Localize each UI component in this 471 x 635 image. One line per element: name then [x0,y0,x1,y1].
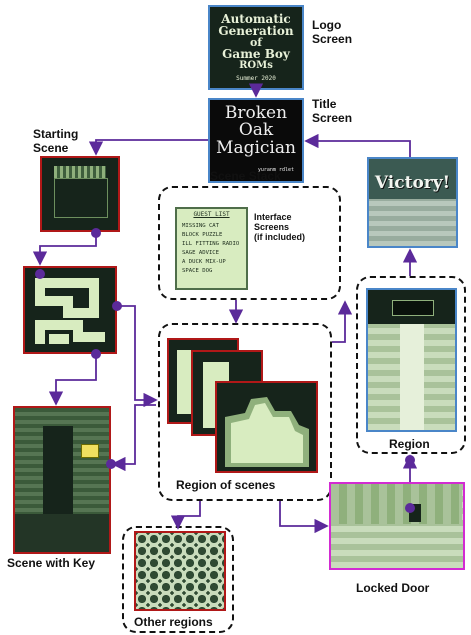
logo-line-1: Automatic [221,12,291,26]
scene-stack-label: Scene Stack [210,169,281,183]
guest-list-item-4: SAGE ADVICE [182,250,220,256]
region-scene-path [400,324,424,430]
title-screen: Broken Oak Magician yuranm rdlet [208,98,304,183]
victory-screen: Victory! [367,157,458,248]
key-icon [81,444,99,458]
maze-paths [35,278,105,344]
title-line-1: Broken [224,103,288,123]
logo-subtitle: Summer 2020 [236,75,276,82]
locked-door-wall [331,484,462,524]
key-scene-floor [15,514,109,552]
title-line-2: Oak [238,120,274,140]
key-scene-corridor [43,426,73,526]
node-maze-bottom [91,349,101,359]
guest-list-item-3: ILL FITTING RADIO [182,241,240,247]
region-scene [366,288,457,432]
starting-scene-label: Starting Scene [33,127,79,155]
node-region [405,455,415,465]
title-screen-label: Title Screen [312,97,353,125]
node-start [91,228,101,238]
title-credit: yuranm rdlet [257,167,294,173]
node-key [106,459,116,469]
guest-list-item-5: A DUCK MIX-UP [182,259,226,265]
logo-line-2: Generation [218,24,294,38]
logo-line-3: of [249,36,263,49]
guest-list-item-1: MISSING CAT [182,223,220,229]
region-label: Region [389,437,430,451]
maze-scene [23,266,117,354]
logo-line-5: ROMs [239,60,273,71]
starting-scene [40,156,120,232]
arrow-victory-to-title [304,133,411,157]
region-of-scenes-group [158,323,332,501]
node-door [405,503,415,513]
region-scene-3 [215,381,318,473]
region-scene-3-terrain [225,397,309,467]
region-group [356,276,466,454]
region-of-scenes-label: Region of scenes [176,478,276,492]
locked-door-label: Locked Door [356,581,430,595]
arrow-region-to-door [279,501,329,534]
logo-screen: Automatic Generation of Game Boy ROMs Su… [208,5,304,90]
scene-stack-group [158,186,341,300]
victory-floor [369,199,456,246]
arrow-start-to-maze [32,233,97,266]
arrow-stack-from-region [332,300,353,343]
guest-list-screen: GUEST LIST MISSING CAT BLOCK PUZZLE ILL … [175,207,248,290]
scene-with-key [13,406,111,554]
other-regions-scene [134,531,226,611]
starting-scene-room [54,178,108,218]
node-maze-top [35,269,45,279]
arrow-title-to-start [88,139,208,156]
region-scene-portal [392,300,434,316]
logo-screen-label: Logo Screen [312,18,353,46]
arrow-region-to-key [111,404,156,472]
guest-list-item-2: BLOCK PUZZLE [182,232,223,238]
arrow-region-to-other [170,501,201,530]
arrow-maze-to-key [48,354,97,406]
interface-screens-label: Interface Screens (if included) [254,212,305,242]
guest-list-item-6: SPACE DOG [182,268,213,274]
other-regions-label: Other regions [134,615,213,629]
starting-scene-wall [54,166,106,178]
victory-text: Victory! [374,173,451,193]
locked-door-scene [329,482,465,570]
title-line-3: Magician [216,138,296,158]
scene-with-key-label: Scene with Key [7,556,96,570]
guest-list-header: GUEST LIST [193,211,230,218]
victory-sky [369,159,456,199]
arrow-maze-to-region [117,305,158,408]
node-maze-right [112,301,122,311]
logo-line-4: Game Boy [222,47,290,61]
